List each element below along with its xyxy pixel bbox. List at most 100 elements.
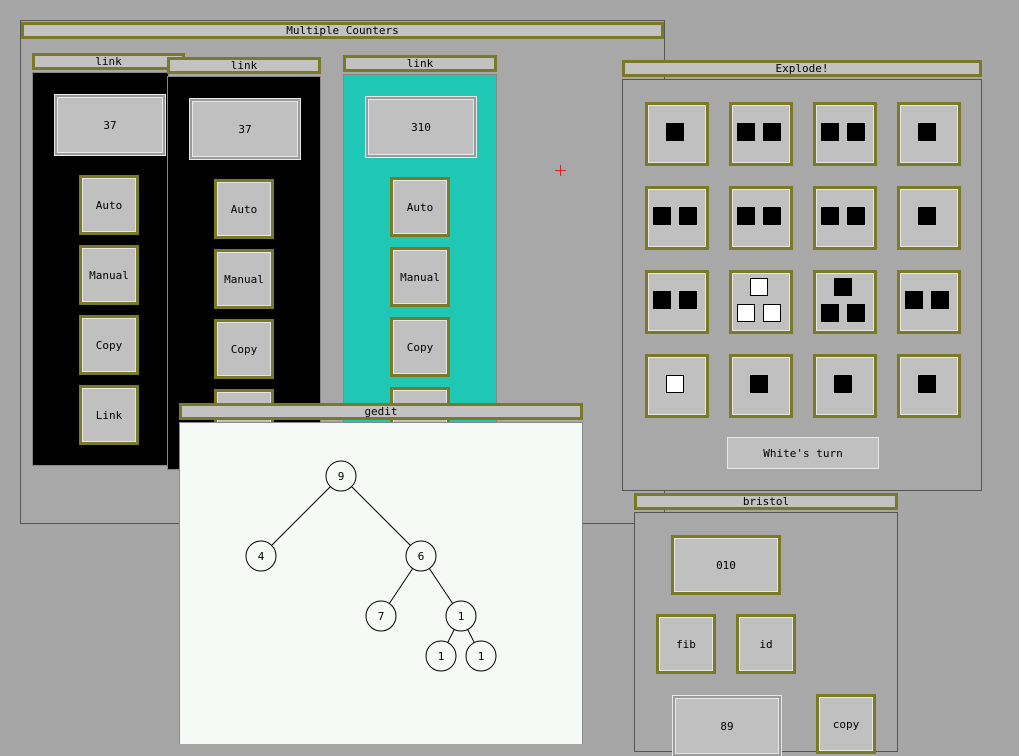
counter-2-auto-button[interactable]: Auto (214, 179, 274, 239)
black-piece-icon (847, 123, 865, 141)
tree-node[interactable] (425, 640, 457, 672)
explode-cell[interactable] (897, 270, 961, 334)
counter-1-link-label: Link (95, 408, 123, 422)
explode-cell[interactable] (813, 354, 877, 418)
explode-cell[interactable] (645, 102, 709, 166)
tree-node[interactable] (445, 600, 477, 632)
black-piece-icon (737, 207, 755, 225)
counter-2-titlebar[interactable]: link (167, 57, 321, 74)
tree-edge (447, 629, 455, 643)
counter-2-auto-label: Auto (230, 202, 258, 216)
counter-2-manual-label: Manual (224, 272, 264, 286)
counter-3-titlebar[interactable]: link (343, 55, 497, 72)
black-piece-icon (679, 291, 697, 309)
counter-3-auto-button[interactable]: Auto (390, 177, 450, 237)
black-piece-icon (834, 278, 852, 296)
multiple-counters-titlebar[interactable]: Multiple Counters (21, 22, 664, 39)
counter-1-titlebar[interactable]: link (32, 53, 185, 70)
tree-node[interactable] (365, 600, 397, 632)
tree-node[interactable] (465, 640, 497, 672)
counter-3-value: 310 (411, 120, 431, 134)
counter-2-value: 37 (238, 122, 252, 136)
black-piece-icon (763, 123, 781, 141)
black-piece-icon (821, 304, 839, 322)
counter-1-manual-label: Manual (89, 268, 129, 282)
counter-1-title: link (95, 55, 122, 68)
counter-1-copy-button[interactable]: Copy (79, 315, 139, 375)
counter-1-auto-label: Auto (95, 198, 123, 212)
bristol-result-value: 89 (720, 719, 734, 733)
bristol-fib-label: fib (676, 637, 696, 651)
counter-3-manual-button[interactable]: Manual (390, 247, 450, 307)
black-piece-icon (905, 291, 923, 309)
black-piece-icon (821, 207, 839, 225)
bristol-id-button[interactable]: id (736, 614, 796, 674)
explode-cell[interactable] (729, 186, 793, 250)
bristol-title: bristol (742, 495, 790, 508)
tree-edge (428, 568, 454, 604)
counter-3-copy-button[interactable]: Copy (390, 317, 450, 377)
tree-node[interactable] (245, 540, 277, 572)
explode-cell[interactable] (645, 270, 709, 334)
black-piece-icon (834, 375, 852, 393)
tree-edge (351, 486, 411, 546)
counter-1-manual-button[interactable]: Manual (79, 245, 139, 305)
white-piece-icon (763, 304, 781, 322)
bristol-titlebar[interactable]: bristol (634, 493, 898, 510)
explode-cell[interactable] (813, 270, 877, 334)
bristol-copy-button[interactable]: copy (816, 694, 876, 754)
tree-edge (388, 568, 414, 604)
counter-1-auto-button[interactable]: Auto (79, 175, 139, 235)
black-piece-icon (821, 123, 839, 141)
counter-2-copy-button[interactable]: Copy (214, 319, 274, 379)
white-piece-icon (737, 304, 755, 322)
black-piece-icon (918, 375, 936, 393)
explode-cell[interactable] (729, 270, 793, 334)
explode-cell[interactable] (729, 354, 793, 418)
tree-diagram: 9 4 6 7 1 1 1 (245, 460, 497, 672)
bristol-result: 89 (673, 696, 781, 756)
explode-grid (623, 80, 981, 430)
explode-titlebar[interactable]: Explode! (622, 60, 982, 77)
explode-cell[interactable] (729, 102, 793, 166)
counter-1-copy-label: Copy (95, 338, 123, 352)
bristol-window: 010 fib id 89 copy (634, 512, 898, 756)
black-piece-icon (931, 291, 949, 309)
explode-cell[interactable] (897, 102, 961, 166)
explode-status-text: White's turn (763, 446, 843, 460)
counter-2-manual-button[interactable]: Manual (214, 249, 274, 309)
explode-cell[interactable] (645, 186, 709, 250)
black-piece-icon (847, 304, 865, 322)
bristol-display-value: 010 (716, 558, 736, 572)
tree-node-label: 9 (338, 470, 345, 483)
black-piece-icon (679, 207, 697, 225)
explode-cell[interactable] (897, 354, 961, 418)
explode-window: White's turn (622, 79, 982, 491)
gedit-titlebar[interactable]: gedit (179, 403, 583, 420)
black-piece-icon (918, 207, 936, 225)
tree-node[interactable] (405, 540, 437, 572)
explode-cell[interactable] (813, 102, 877, 166)
multiple-counters-title: Multiple Counters (286, 24, 399, 37)
black-piece-icon (750, 375, 768, 393)
tree-node-label: 1 (438, 650, 445, 663)
tree-node-label: 4 (258, 550, 265, 563)
explode-cell[interactable] (813, 186, 877, 250)
counter-2-title: link (230, 59, 258, 72)
tree-node-label: 1 (478, 650, 485, 663)
white-piece-icon (666, 375, 684, 393)
tree-edge (467, 629, 475, 643)
tree-node-label: 7 (378, 610, 385, 623)
tree-node-label: 6 (418, 550, 425, 563)
explode-cell[interactable] (645, 354, 709, 418)
counter-1-link-button[interactable]: Link (79, 385, 139, 445)
tree-node[interactable] (325, 460, 357, 492)
explode-cell[interactable] (897, 186, 961, 250)
counter-1-display: 37 (55, 95, 165, 155)
bristol-fib-button[interactable]: fib (656, 614, 716, 674)
tree-edge (271, 486, 331, 546)
counter-3-manual-label: Manual (400, 270, 440, 284)
tree-node-label: 1 (458, 610, 465, 623)
gedit-canvas[interactable]: 9 4 6 7 1 1 1 (179, 422, 583, 744)
black-piece-icon (918, 123, 936, 141)
